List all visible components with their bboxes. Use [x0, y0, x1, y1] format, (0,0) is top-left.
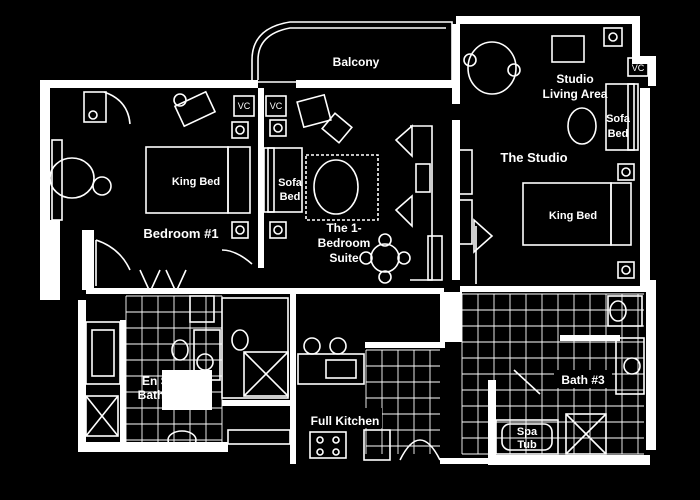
suite-living-area: VC Sofa Bed The 1- Bedroom Suite [263, 93, 443, 284]
ensuite-bathroom: En Suite Bathroom [85, 269, 291, 450]
walls [40, 16, 656, 465]
sofa-bed-label-1a: Sofa [278, 177, 303, 189]
room-label-suite-1: The 1- [326, 221, 361, 235]
vc-label-1: VC [238, 101, 251, 111]
room-label-suite-3: Suite [329, 251, 359, 265]
studio: VC Sofa Bed Studio Living Area The Studi… [455, 27, 649, 284]
bedroom-1: VC King Bed Bedroom #1 [49, 90, 255, 286]
spa-tub-label-1: Spa [517, 426, 538, 438]
room-label-studio-living-1: Studio [556, 72, 593, 86]
spa-tub-label-2: Tub [517, 439, 537, 451]
room-label-balcony: Balcony [333, 55, 380, 69]
room-label-studio-living-2: Living Area [543, 87, 608, 101]
room-label-studio: The Studio [500, 150, 567, 165]
sofa-bed-label-2a: Sofa [606, 113, 631, 125]
sofa-bed-label-2b: Bed [608, 128, 629, 140]
room-label-ensuite-2: Bathroom [138, 388, 195, 402]
room-label-bath-3: Bath #3 [561, 373, 605, 387]
room-label-bedroom-1: Bedroom #1 [143, 226, 218, 241]
sofa-bed-label-1b: Bed [280, 191, 301, 203]
room-label-suite-2: Bedroom [318, 236, 371, 250]
room-label-kitchen: Full Kitchen [311, 414, 380, 428]
room-label-ensuite-1: En Suite [142, 374, 190, 388]
king-bed-label-1: King Bed [172, 176, 220, 188]
full-kitchen: Full Kitchen [297, 337, 441, 461]
king-bed-label-2: King Bed [549, 210, 597, 222]
bath-3: Spa Tub Bath #3 [461, 293, 645, 455]
vc-label-3: VC [632, 63, 645, 73]
vc-label-2: VC [270, 101, 283, 111]
